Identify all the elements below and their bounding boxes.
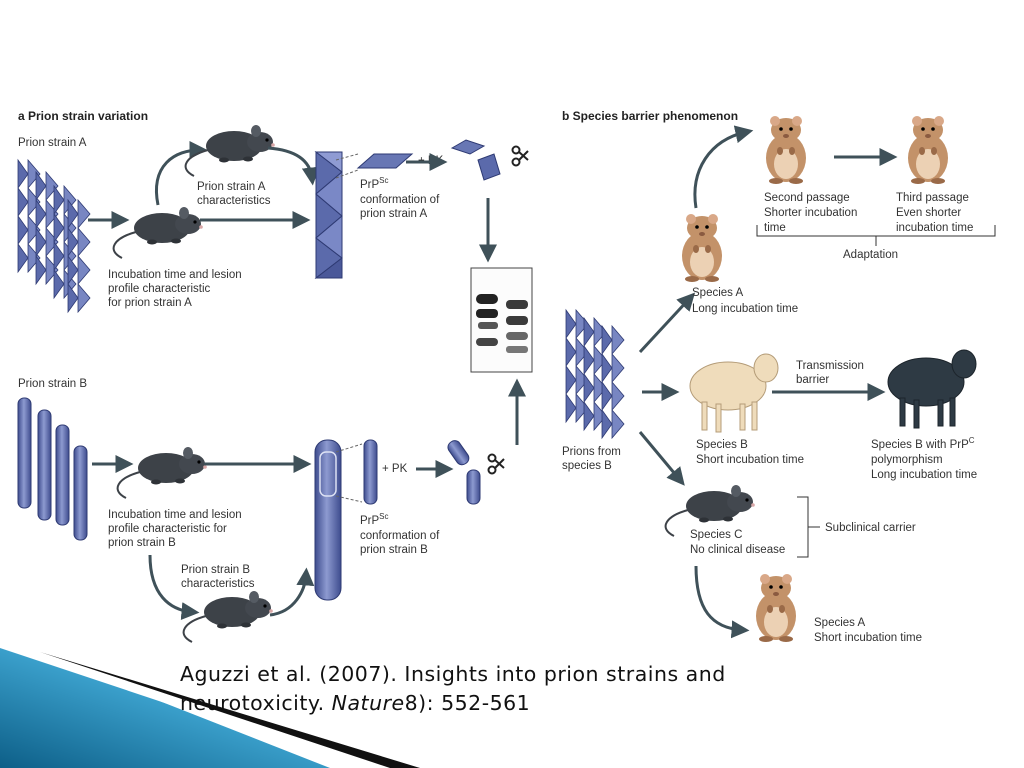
subclinical-bracket [797, 496, 809, 558]
strain-a-label: Prion strain A [18, 137, 87, 149]
prpsc-b-1: PrPSc [360, 512, 389, 527]
species-a-short-2: Short incubation time [814, 632, 922, 644]
incubation-a-1: Incubation time and lesion [108, 269, 242, 281]
species-b-short-1: Species B [696, 439, 748, 451]
western-blot-gel [470, 267, 533, 373]
species-c-2: No clinical disease [690, 544, 785, 556]
hamster-second-passage-icon [766, 116, 806, 184]
prions-from-b-2: species B [562, 460, 612, 472]
sheep-cream-icon [689, 353, 779, 433]
strain-a-large-fibril [314, 150, 343, 280]
mouse-a-icon [112, 206, 204, 259]
second-passage-1: Second passage [764, 192, 850, 204]
panel-a-title: a Prion strain variation [18, 109, 148, 123]
arrow-curve-mouse-a [155, 141, 208, 206]
citation-line-2: neurotoxicity. Nature8): 552-561 [180, 689, 880, 718]
second-passage-3: time [764, 222, 786, 234]
second-passage-2: Shorter incubation [764, 207, 857, 219]
prpsc-a-3: prion strain A [360, 208, 427, 220]
arrow-mouse-b-bottom-to-fibril [269, 567, 315, 617]
species-a-long-1: Species A [692, 287, 743, 299]
strain-b-char-1: Prion strain B [181, 564, 250, 576]
species-b-prp-3: Long incubation time [871, 469, 977, 481]
scissors-b-icon [487, 453, 505, 475]
strain-b-label: Prion strain B [18, 378, 87, 390]
species-b-short-2: Short incubation time [696, 454, 804, 466]
third-passage-1: Third passage [896, 192, 969, 204]
prpsc-a-1: PrPSc [360, 176, 389, 191]
prpsc-a-sheet [356, 153, 414, 169]
pk-b-label: + PK [382, 463, 408, 475]
prpsc-b-2: conformation of [360, 530, 440, 542]
adaptation-label: Adaptation [843, 249, 898, 261]
incubation-a-2: profile characteristic [108, 283, 211, 295]
arrow-to-species-a-short [694, 565, 750, 639]
fragments-b [447, 440, 481, 505]
citation: Aguzzi et al. (2007). Insights into prio… [180, 660, 880, 718]
hamster-third-passage-icon [908, 116, 948, 184]
slide-accent-decoration [0, 648, 440, 768]
third-passage-3: incubation time [896, 222, 973, 234]
mouse-b-bottom-icon [182, 590, 274, 643]
strain-b-large-fibril [314, 439, 342, 601]
strain-a-char-1: Prion strain A [197, 181, 266, 193]
citation-prefix: neurotoxicity. [180, 691, 332, 715]
transmission-2: barrier [796, 374, 829, 386]
arrow-to-species-a [638, 292, 696, 354]
strain-a-fibrils [17, 159, 91, 313]
strain-a-char-2: characteristics [197, 195, 271, 207]
species-c-1: Species C [690, 529, 742, 541]
species-b-prp-2: polymorphism [871, 454, 943, 466]
arrow-to-second-passage [693, 125, 754, 209]
citation-suffix: 8): 552-561 [404, 691, 531, 715]
incubation-a-3: for prion strain A [108, 297, 192, 309]
transmission-1: Transmission [796, 360, 864, 372]
mouse-b-icon [116, 446, 208, 499]
prpsc-b-3: prion strain B [360, 544, 428, 556]
arrow-curve-mouse-b [148, 554, 200, 621]
fragments-a [450, 139, 501, 181]
incubation-b-3: prion strain B [108, 537, 176, 549]
incubation-b-2: profile characteristic for [108, 523, 227, 535]
prions-from-b-1: Prions from [562, 446, 621, 458]
arrow-to-species-c [638, 431, 685, 486]
strain-b-char-2: characteristics [181, 578, 255, 590]
prpsc-b-tube [363, 439, 378, 505]
scissors-a-icon [511, 145, 529, 167]
incubation-b-1: Incubation time and lesion [108, 509, 242, 521]
species-b-prions [565, 309, 625, 439]
subclinical-label: Subclinical carrier [825, 522, 916, 534]
arrow-mouse-a-top-to-fibril [267, 146, 320, 186]
panel-b-title: b Species barrier phenomenon [562, 109, 738, 123]
hamster-species-a-short-icon [756, 574, 796, 642]
sheep-black-icon [887, 349, 977, 429]
third-passage-2: Even shorter [896, 207, 961, 219]
species-b-prp-1: Species B with PrPC [871, 436, 975, 451]
species-a-short-1: Species A [814, 617, 865, 629]
prpsc-a-2: conformation of [360, 194, 440, 206]
strain-b-fibrils [17, 397, 88, 541]
hamster-species-a-icon [682, 214, 722, 282]
citation-line-1: Aguzzi et al. (2007). Insights into prio… [180, 662, 726, 686]
species-a-long-2: Long incubation time [692, 303, 798, 315]
citation-journal: Nature [331, 691, 405, 715]
